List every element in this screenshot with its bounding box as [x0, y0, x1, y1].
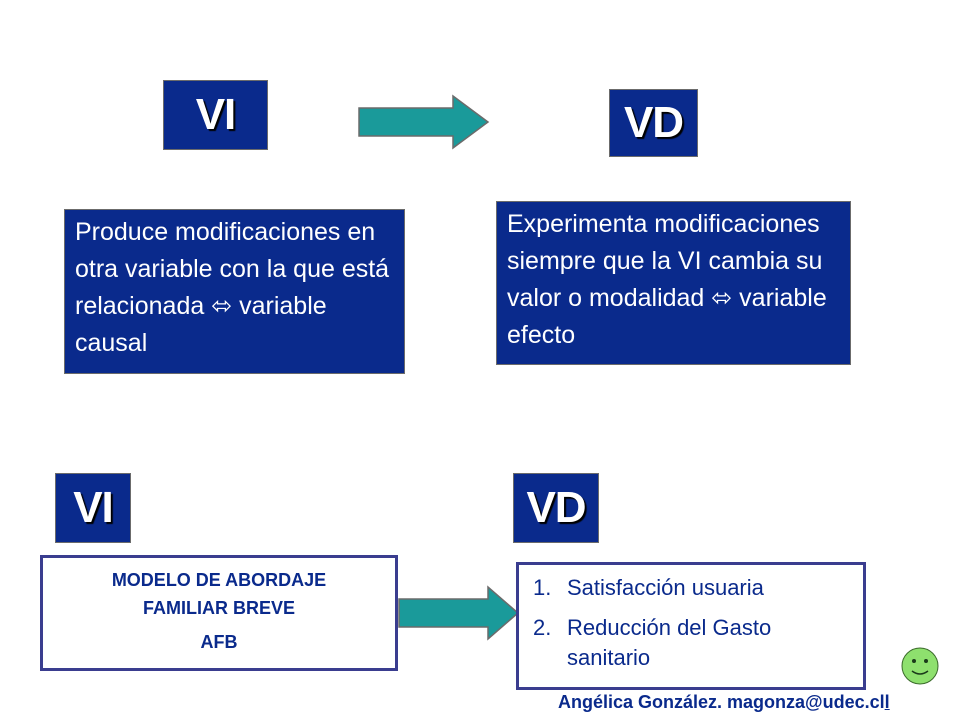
- model-title-line-2: FAMILIAR BREVE: [142, 598, 295, 618]
- vd-description-box: Experimenta modificaciones siempre que l…: [496, 201, 851, 365]
- vd-label-bottom: VD: [526, 483, 586, 532]
- vi-badge-top: VI: [163, 80, 268, 150]
- author-text: Angélica González. magonza@udec.cl: [558, 692, 885, 712]
- model-acronym: AFB: [200, 632, 238, 652]
- vd-label-top: VD: [623, 98, 684, 147]
- vd-badge-top: VD: [609, 89, 698, 157]
- outcome-item: 1. Satisfacción usuaria: [533, 573, 853, 603]
- footer-link[interactable]: l: [884, 692, 890, 712]
- outcome-number: 1.: [533, 575, 552, 600]
- outcomes-box: 1. Satisfacción usuaria 2. Reducción del…: [516, 562, 866, 690]
- vi-label-top: VI: [195, 90, 237, 139]
- outcome-text: Satisfacción usuaria: [567, 575, 764, 600]
- vi-badge-bottom: VI: [55, 473, 131, 543]
- right-arrow-icon: [398, 585, 520, 641]
- vi-description: Produce modificaciones en otra variable …: [75, 218, 390, 357]
- vd-description: Experimenta modificaciones siempre que l…: [507, 210, 827, 349]
- vi-label-bottom: VI: [73, 483, 114, 532]
- outcome-text: Reducción del Gasto sanitario: [567, 615, 772, 670]
- model-box: MODELO DE ABORDAJE FAMILIAR BREVE AFB: [40, 555, 398, 671]
- right-arrow-icon: [358, 94, 490, 150]
- footer-credit: Angélica González. magonza@udec.cll: [558, 692, 958, 713]
- outcome-item: 2. Reducción del Gasto sanitario: [533, 613, 853, 673]
- model-title-line-1: MODELO DE ABORDAJE: [111, 570, 327, 590]
- smiley-icon: [901, 647, 939, 685]
- outcomes-list: 1. Satisfacción usuaria 2. Reducción del…: [533, 573, 853, 673]
- vi-description-box: Produce modificaciones en otra variable …: [64, 209, 405, 374]
- outcome-number: 2.: [533, 615, 552, 640]
- vd-badge-bottom: VD: [513, 473, 599, 543]
